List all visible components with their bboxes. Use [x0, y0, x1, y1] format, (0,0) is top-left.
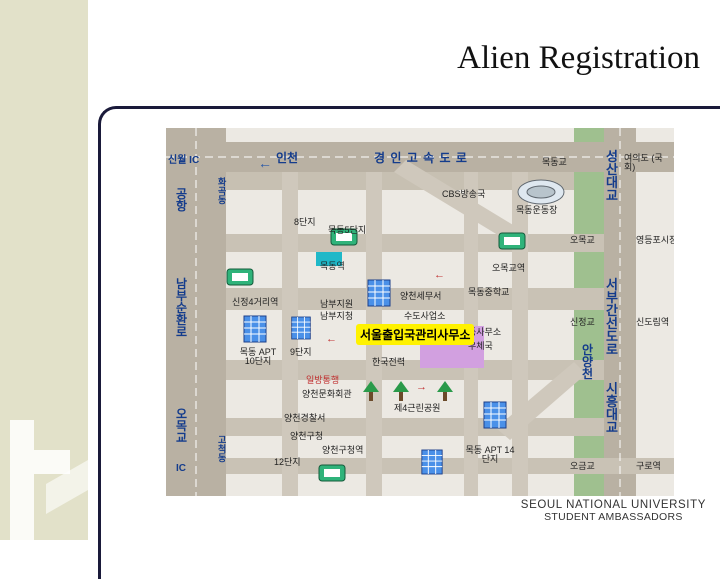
place-label-18: 양천구청역 [322, 445, 364, 455]
sidebar-band [0, 0, 88, 540]
apartment-icon [367, 279, 391, 307]
highway-label: 경 인 고 속 도 로 [374, 151, 468, 165]
left-road-label-4: IC [176, 463, 186, 474]
svg-text:→: → [416, 381, 427, 393]
map-image: ← ← → ← 경 인 고 속 도 로 인천 신월 IC 공항 남부순환로 오목… [166, 128, 674, 496]
place-label-sindorim: 신도림역 [636, 317, 670, 327]
place-label-21: 9단지 [290, 347, 312, 357]
place-label-3: 오목교역 [492, 263, 526, 273]
place-label-19: 양천구청 [290, 431, 324, 441]
place-label-5: 양천세무서 [400, 291, 442, 301]
place-label-16: 일방통행 [306, 375, 340, 385]
place-label-ogeumgyo: 오금교 [570, 461, 595, 471]
place-label-24: 8단지 [294, 217, 316, 227]
svg-text:←: ← [258, 155, 272, 171]
map-roads: ← ← → ← [166, 128, 674, 496]
apartment-icon [483, 401, 507, 429]
right-road-label-0: 성산대교 [606, 149, 618, 203]
left-road-label-2: 남부순환로 [176, 277, 188, 339]
footer-program: STUDENT AMBASSADORS [544, 511, 683, 523]
place-label-mokdong-bridge: 목동교 [542, 157, 567, 167]
place-label-20: 목동 APT 10단지 [239, 347, 277, 366]
apartment-icon [243, 315, 267, 343]
place-label-11: 동사무소 [468, 327, 502, 337]
apartment-icon [291, 316, 311, 340]
footer-university: SEOUL NATIONAL UNIVERSITY [520, 499, 706, 511]
park-tree-icon [393, 381, 409, 401]
place-label-15: 양천문화회관 [302, 389, 352, 399]
subway-station-icon [318, 464, 346, 482]
place-label-stadium: 목동운동장 [516, 205, 558, 215]
place-label-22: 목동 APT 14단지 [465, 445, 515, 464]
subway-station-icon [226, 268, 254, 286]
place-label-guro: 구로역 [636, 461, 661, 471]
footer-branding: SEOUL NATIONAL UNIVERSITY STUDENT AMBASS… [521, 499, 706, 523]
place-label-2: 목동역 [320, 261, 345, 271]
place-label-23: 12단지 [274, 457, 301, 467]
gocheok-label: 고척동 [218, 435, 227, 463]
stadium-icon [517, 179, 565, 205]
place-label-0: CBS방송국 [442, 189, 486, 199]
right-road-label-1: 서부간선도로 [606, 277, 618, 357]
svg-text:←: ← [434, 269, 445, 281]
left-road-label-0: 신월 IC [168, 155, 200, 166]
place-label-4: 목동중학교 [468, 287, 510, 297]
subway-station-icon [498, 232, 526, 250]
place-label-12: 우체국 [468, 341, 493, 351]
place-label-1: 목동5단지 [328, 225, 367, 235]
place-label-17: 제4근린공원 [394, 403, 441, 413]
incheon-label: 인천 [276, 151, 299, 165]
slide-title: Alien Registration [457, 40, 700, 76]
place-label-sinjeonggyo: 신정교 [570, 317, 595, 327]
snu-logo-mark [10, 420, 88, 540]
immigration-office-label: 서울출입국관리사무소 [356, 324, 475, 345]
left-road-label-1: 공항 [176, 187, 188, 213]
place-label-13: 한국전력 [372, 357, 406, 367]
subway-station-icon [330, 228, 358, 246]
place-label-yeouido: 여의도 (국회) [624, 153, 663, 172]
place-label-6: 수도사업소 [404, 311, 446, 321]
svg-text:←: ← [326, 333, 337, 345]
place-label-7: 남부지원 [320, 299, 354, 309]
park-tree-icon [363, 381, 379, 401]
right-road-label-2: 시흥대교 [606, 381, 618, 435]
park-tree-icon [437, 381, 453, 401]
content-frame [98, 106, 720, 579]
place-label-yeongdeungpo-market: 영등포시장 [636, 235, 674, 245]
anyang-label: 안양천 [582, 343, 594, 381]
left-road-label-3: 오목교 [176, 407, 188, 445]
place-label-14: 양천경찰서 [284, 413, 326, 423]
place-label-8: 남부지청 [320, 311, 354, 321]
apartment-icon [421, 449, 443, 475]
hwagok-label: 화곡동 [218, 177, 227, 205]
place-label-omokgyo: 오목교 [570, 235, 595, 245]
place-label-9: 신정4거리역 [232, 297, 279, 307]
